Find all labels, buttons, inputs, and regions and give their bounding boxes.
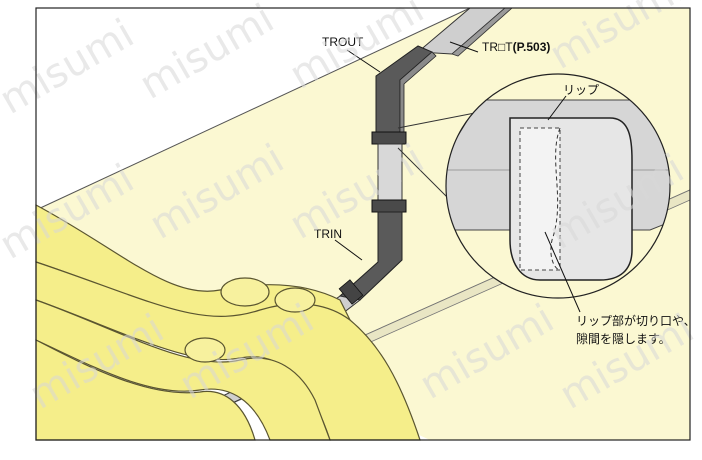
label-trt: TR□T(P.503) [482,40,550,54]
label-lip: リップ [563,83,599,97]
cable-bundle [35,203,421,441]
label-trin: TRIN [314,227,342,241]
note-line-1: リップ部が切り口や、 [576,313,696,328]
diagram-frame [35,7,691,441]
label-trout: TROUT [322,35,364,49]
svg-text:misumi: misumi [0,11,142,124]
note-line-2: 隙間を隠します。 [576,332,671,346]
lip-leader [547,95,567,121]
note-leader [544,231,581,313]
vertical-duct [317,45,437,321]
trin-leader [334,239,363,261]
trout-leader [346,49,381,73]
trt-leader [449,41,479,53]
magnified-detail [445,73,671,299]
straight-duct [377,143,403,205]
svg-text:misumi: misumi [132,0,282,109]
